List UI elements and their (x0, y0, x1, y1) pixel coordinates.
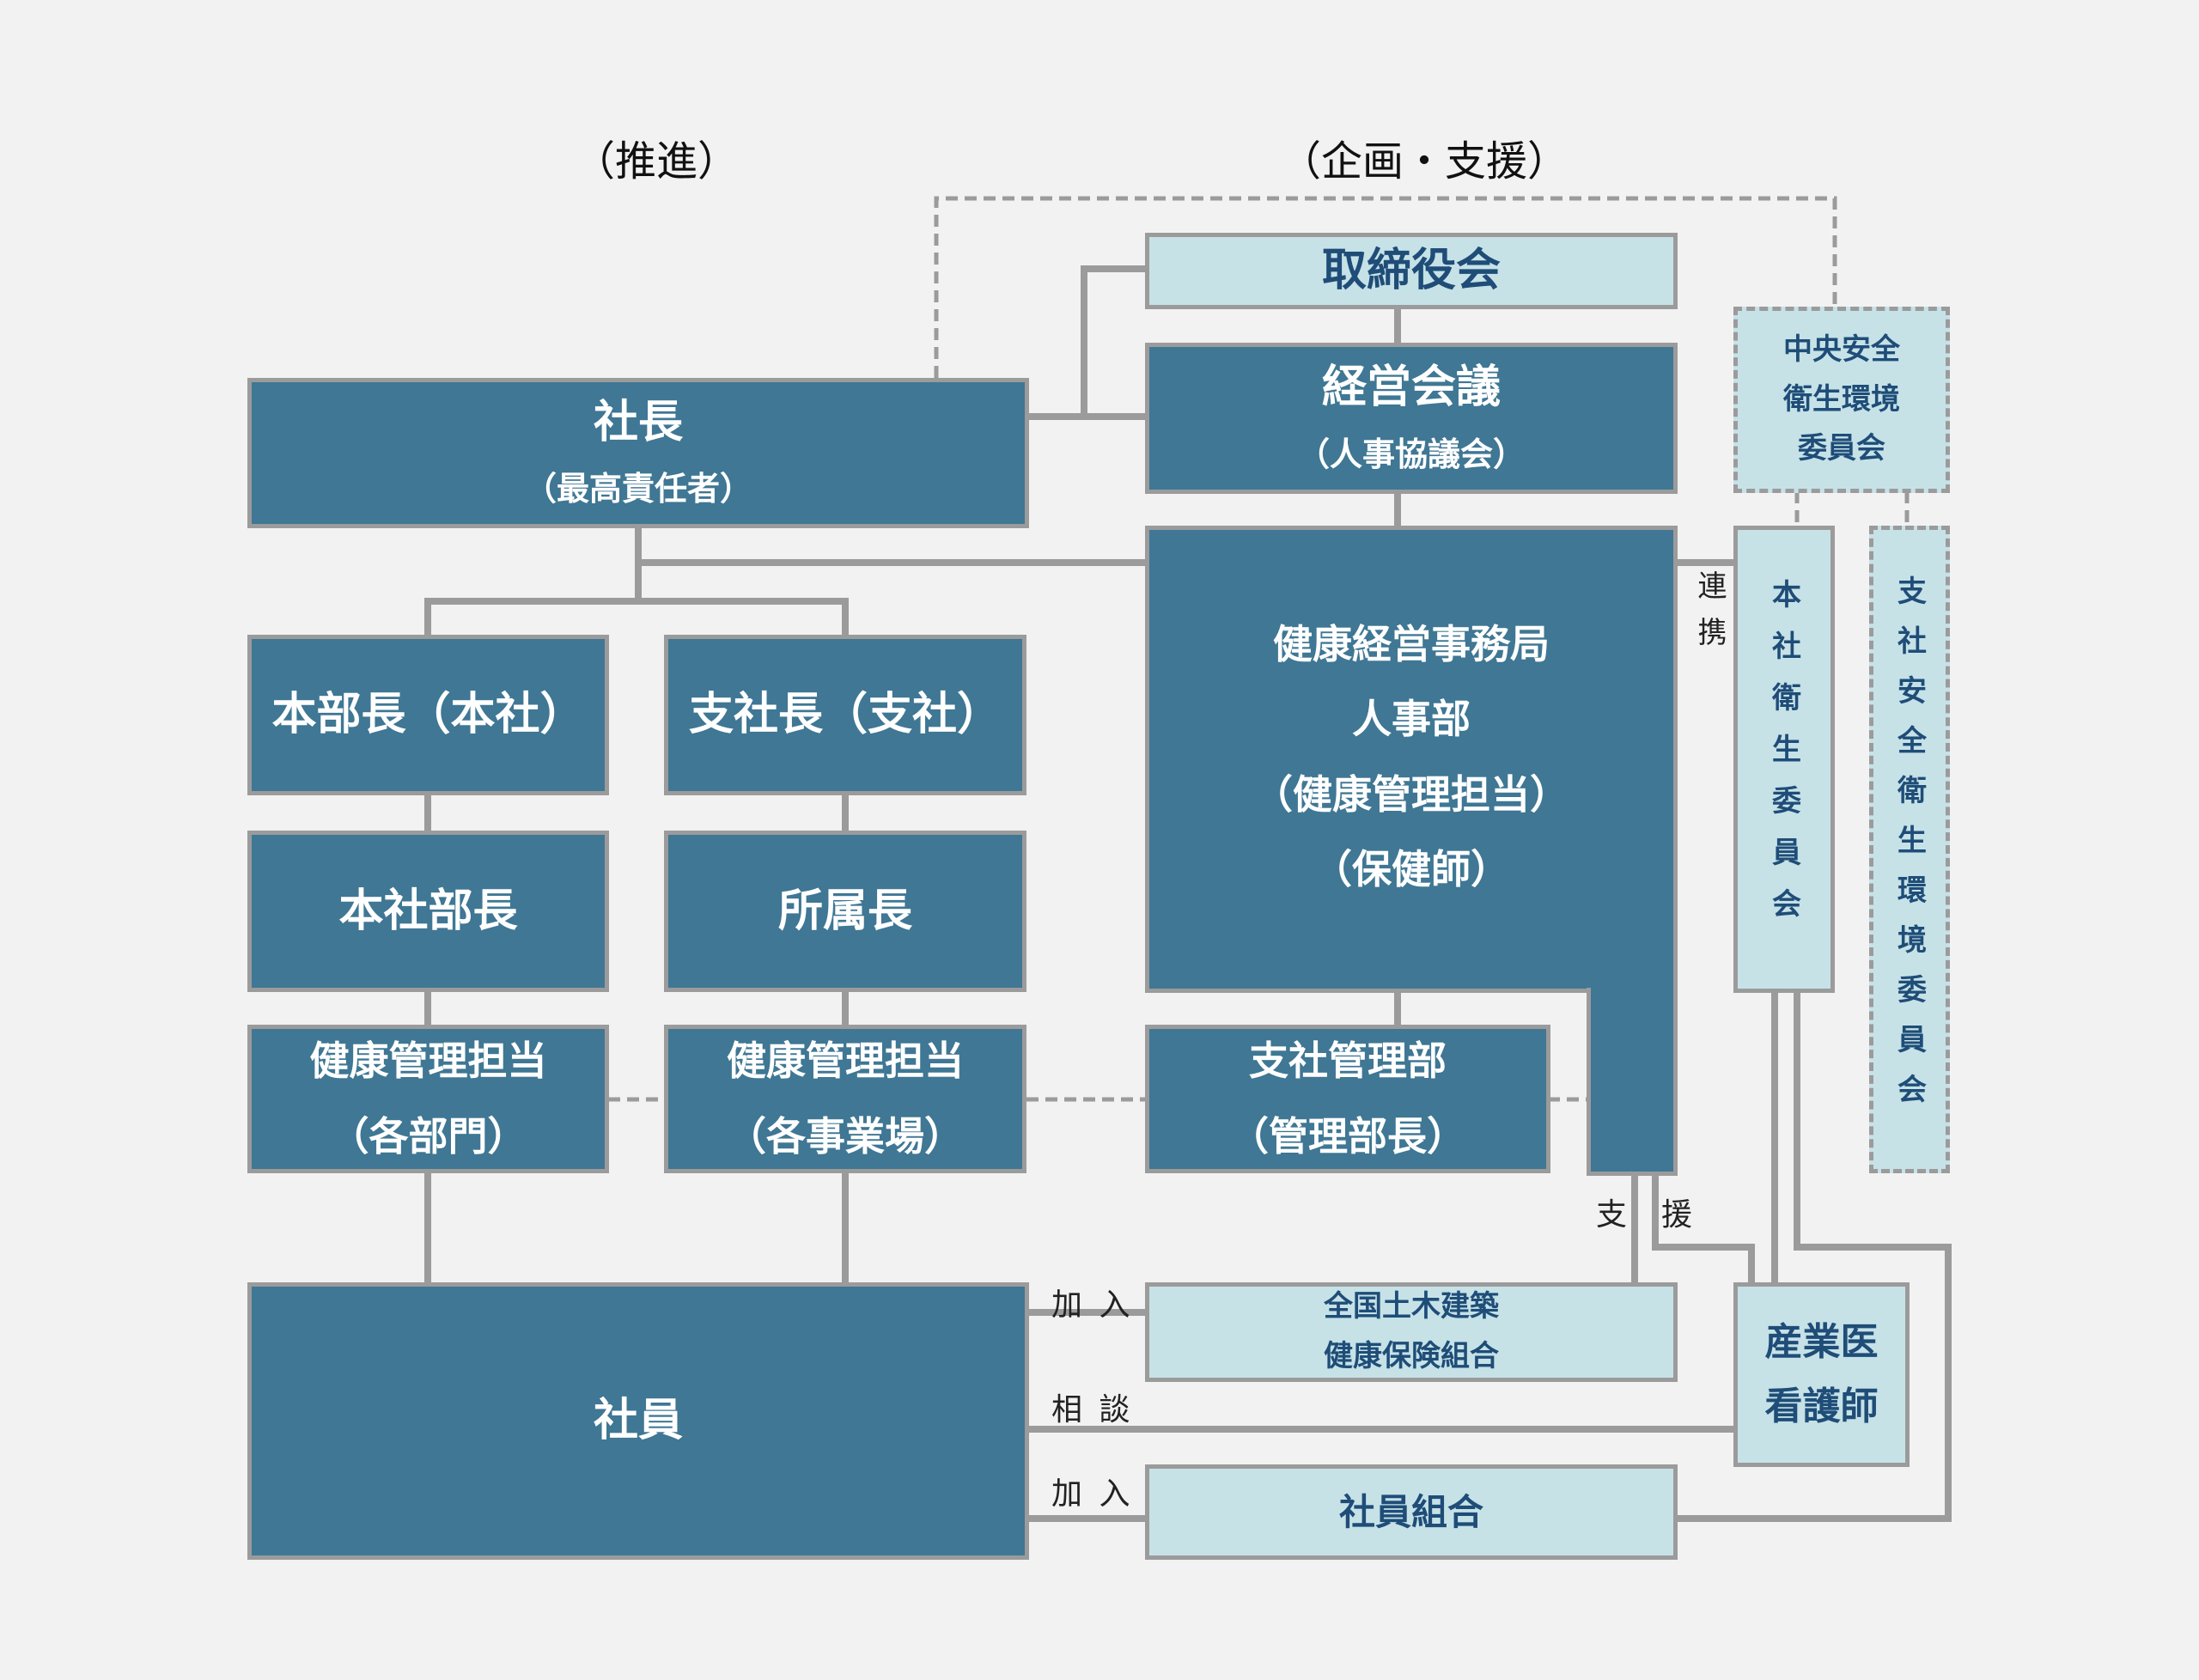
health-office-join (1591, 984, 1673, 993)
management-meeting-subtitle: （人事協議会） (1296, 435, 1526, 473)
affiliation-head-box[interactable]: 所属長 (664, 831, 1026, 992)
branch-admin-title: 支社管理部 (1249, 1038, 1447, 1085)
doctor-nurse-box[interactable]: 産業医 看護師 (1733, 1282, 1910, 1467)
branch-admin-subtitle: （管理部長） (1229, 1112, 1466, 1160)
label-consult: 相 談 (1051, 1392, 1134, 1427)
central-committee-line3: 委員会 (1798, 431, 1885, 466)
health-manager-site-box[interactable]: 健康管理担当 （各事業場） (664, 1025, 1026, 1173)
president-box[interactable]: 社長 （最高責任者） (247, 378, 1029, 528)
hq-division-head-title: 本部長（本社） (271, 689, 585, 741)
connector-branch-split (424, 598, 849, 637)
doctor-nurse-line2: 看護師 (1764, 1384, 1879, 1428)
hq-committee-box[interactable]: 本社衛生委員会 (1733, 526, 1835, 993)
label-join-insurance: 加 入 (1051, 1287, 1134, 1323)
branch-committee-box[interactable]: 支社安全衛生環境委員会 (1869, 526, 1950, 1173)
board-title: 取締役会 (1321, 245, 1501, 297)
president-subtitle: （最高責任者） (523, 470, 752, 508)
employees-title: 社員 (593, 1395, 683, 1447)
health-office-line2: 人事部 (1352, 696, 1471, 743)
branch-committee-title: 支社安全衛生環境委員会 (1891, 575, 1927, 1123)
hq-committee-title: 本社衛生委員会 (1766, 579, 1801, 940)
heading-planning-support: （企画・支援） (1280, 137, 1569, 186)
central-committee-line2: 衛生環境 (1783, 381, 1900, 417)
board-box[interactable]: 取締役会 (1145, 233, 1678, 309)
health-manager-dept-title: 健康管理担当 (309, 1038, 547, 1085)
label-support-2: 援 (1661, 1197, 1693, 1233)
hq-dept-head-box[interactable]: 本社部長 (247, 831, 609, 992)
label-cooperation: 連携 (1692, 570, 1727, 663)
connector-president-down (635, 526, 1148, 566)
hq-dept-head-title: 本社部長 (338, 885, 518, 937)
dashed-president-central (934, 196, 1837, 378)
hq-division-head-box[interactable]: 本部長（本社） (247, 635, 609, 795)
health-insurance-box[interactable]: 全国土木建築 健康保険組合 (1145, 1282, 1678, 1382)
health-office-line1: 健康経営事務局 (1273, 621, 1550, 667)
health-office-box[interactable]: 健康経営事務局 人事部 （健康管理担当） （保健師） (1145, 526, 1678, 993)
management-meeting-title: 経営会議 (1321, 362, 1501, 414)
health-office-line4: （保健師） (1313, 846, 1510, 893)
doctor-nurse-line1: 産業医 (1764, 1319, 1879, 1364)
health-manager-site-subtitle: （各事業場） (727, 1112, 964, 1160)
health-insurance-line2: 健康保険組合 (1324, 1339, 1499, 1373)
branch-head-title: 支社長（支社） (688, 689, 1002, 741)
connector-support-doctor (1652, 1173, 1755, 1285)
health-office-line3: （健康管理担当） (1253, 770, 1569, 818)
label-support-1: 支 (1596, 1197, 1628, 1233)
central-committee-box[interactable]: 中央安全 衛生環境 委員会 (1733, 307, 1950, 493)
branch-head-box[interactable]: 支社長（支社） (664, 635, 1026, 795)
health-manager-site-title: 健康管理担当 (727, 1038, 964, 1085)
health-office-tail (1587, 988, 1678, 1176)
connector-president-board (1026, 265, 1148, 420)
affiliation-head-title: 所属長 (777, 885, 912, 937)
label-join-union: 加 入 (1051, 1476, 1134, 1512)
central-committee-line1: 中央安全 (1783, 332, 1900, 367)
branch-admin-box[interactable]: 支社管理部 （管理部長） (1145, 1025, 1550, 1173)
employees-box[interactable]: 社員 (247, 1282, 1029, 1560)
union-title: 社員組合 (1338, 1490, 1483, 1533)
health-insurance-line1: 全国土木建築 (1324, 1289, 1499, 1324)
union-box[interactable]: 社員組合 (1145, 1464, 1678, 1560)
health-manager-dept-box[interactable]: 健康管理担当 （各部門） (247, 1025, 609, 1173)
connector-committee-union (1675, 990, 1952, 1522)
heading-promotion: （推進） (574, 137, 740, 186)
president-title: 社長 (593, 396, 683, 448)
health-manager-dept-subtitle: （各部門） (329, 1112, 527, 1160)
management-meeting-box[interactable]: 経営会議 （人事協議会） (1145, 343, 1678, 494)
